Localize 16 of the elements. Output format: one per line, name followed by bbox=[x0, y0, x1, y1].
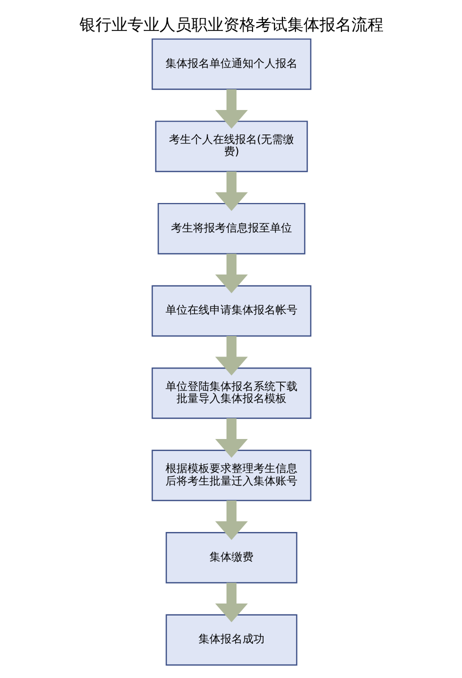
diagram-title: 银行业专业人员职业资格考试集体报名流程 bbox=[79, 14, 383, 34]
node-box: 考生个人在线报名(无需缴费) bbox=[154, 120, 308, 172]
arrow bbox=[214, 254, 248, 294]
arrow bbox=[214, 582, 248, 622]
arrow bbox=[214, 89, 248, 129]
node-box: 单位在线申请集体报名帐号 bbox=[151, 285, 311, 337]
node-box: 单位登陆集体报名系统下载批量导入集体报名模板 bbox=[151, 367, 311, 419]
node-box: 集体缴费 bbox=[165, 532, 297, 584]
node-box: 集体报名成功 bbox=[165, 614, 297, 666]
arrow bbox=[214, 171, 248, 211]
arrow bbox=[214, 336, 248, 376]
arrow bbox=[214, 418, 248, 458]
arrow bbox=[214, 500, 248, 540]
node-box: 集体报名单位通知个人报名 bbox=[151, 38, 311, 90]
node-box: 根据模板要求整理考生信息后将考生批量迁入集体账号 bbox=[151, 450, 311, 502]
node-box: 考生将报考信息报至单位 bbox=[157, 202, 305, 254]
